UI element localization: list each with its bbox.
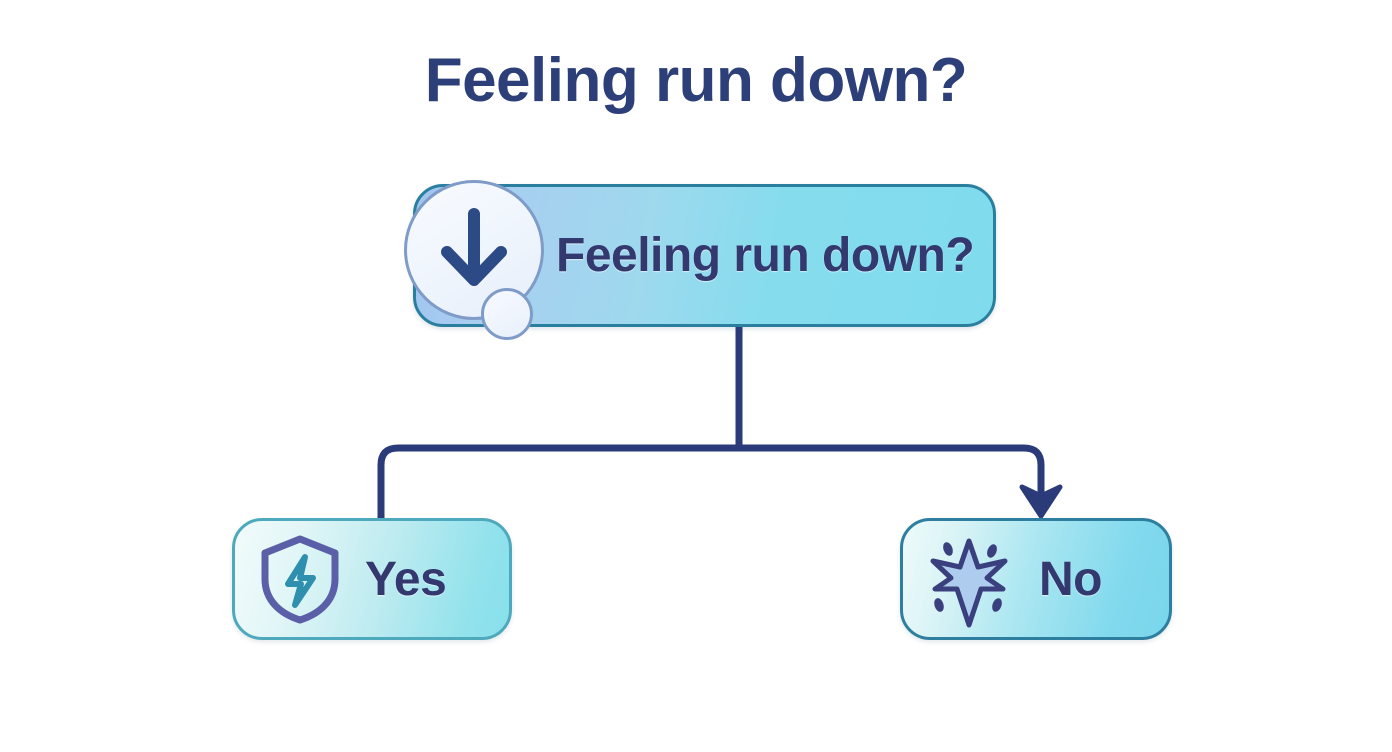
arrow-down-icon: [441, 208, 507, 286]
node-root-badge[interactable]: [404, 180, 544, 320]
connector-arrowhead-icon: [1019, 484, 1063, 519]
connector-to-yes: [377, 444, 739, 518]
node-no[interactable]: No: [900, 518, 1172, 640]
connector-to-no: [739, 444, 1045, 498]
sparkle-star-icon: [930, 538, 1008, 628]
page-title: Feeling run down?: [424, 46, 968, 115]
shield-bolt-icon: [261, 535, 339, 624]
node-no-label: No: [1039, 552, 1102, 606]
circle-dot-icon: [481, 288, 533, 340]
node-root-label: Feeling run down?: [556, 229, 975, 282]
node-yes[interactable]: Yes: [232, 518, 512, 640]
node-yes-label: Yes: [365, 552, 447, 606]
